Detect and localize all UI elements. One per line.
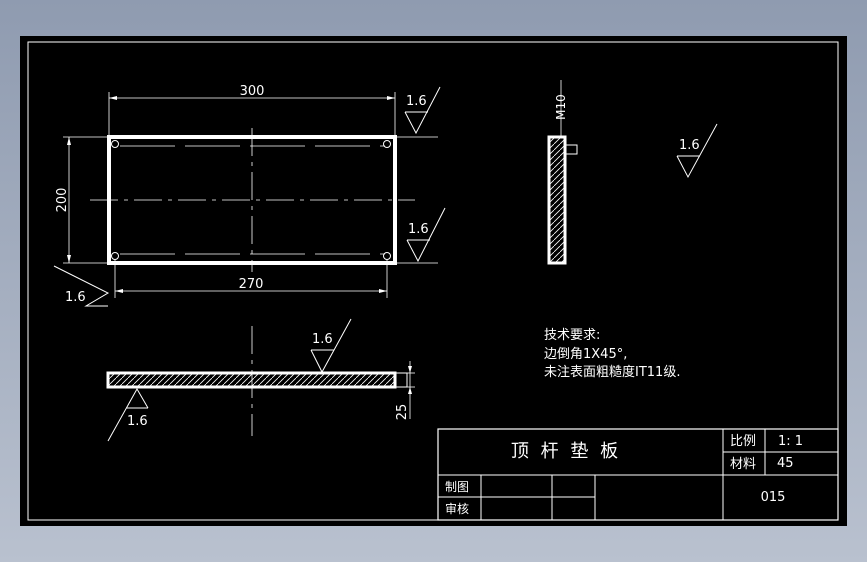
roughness-symbol-left: 1.6: [53, 265, 110, 307]
drawing-number: 015: [761, 490, 786, 505]
dimension-200-label: 200: [55, 188, 70, 213]
scale-value: 1: 1: [778, 434, 803, 449]
dimension-270: 270: [114, 260, 388, 298]
technical-requirements: 技术要求: 边倒角1X45°, 未注表面粗糙度IT11级.: [544, 328, 680, 380]
roughness-section-bottom-label: 1.6: [127, 414, 148, 429]
roughness-top-right-label: 1.6: [406, 94, 427, 109]
plate-side-view: M10: [547, 80, 578, 265]
cad-drawing: 300 270 200 1.6 1.6 1.6: [27, 41, 839, 521]
roughness-symbol-general: 1.6: [676, 123, 718, 179]
checked-by-label: 审核: [445, 501, 469, 516]
dimension-270-label: 270: [239, 277, 264, 292]
drawing-frame: [27, 41, 839, 521]
roughness-right-label: 1.6: [408, 222, 429, 237]
drawn-by-label: 制图: [445, 480, 469, 494]
notes-heading: 技术要求:: [544, 328, 600, 343]
dimension-25-label: 25: [395, 404, 410, 421]
roughness-left-label: 1.6: [65, 290, 86, 305]
thread-m10-label: M10: [554, 94, 568, 120]
roughness-symbol-right: 1.6: [395, 207, 446, 264]
roughness-symbol-section-top: 1.6: [310, 318, 352, 374]
dimension-300: 300: [108, 84, 396, 137]
dimension-25: 25: [395, 361, 415, 420]
scale-label: 比例: [730, 434, 756, 449]
material-label: 材料: [730, 457, 756, 472]
material-value: 45: [777, 456, 794, 471]
dimension-200: 200: [55, 136, 109, 264]
notes-line-1: 边倒角1X45°,: [544, 347, 627, 362]
plate-section-view: [106, 326, 408, 436]
title-block: 顶 杆 垫 板 比例 1: 1 材料 45 制图 审核 015: [437, 428, 839, 521]
dimension-300-label: 300: [240, 84, 265, 99]
roughness-symbol-top-right: 1.6: [395, 86, 441, 138]
notes-line-2: 未注表面粗糙度IT11级.: [544, 364, 680, 380]
drawing-sheet: 300 270 200 1.6 1.6 1.6: [20, 36, 847, 526]
plate-front-view: [90, 128, 415, 272]
roughness-symbol-section-bottom: 1.6: [107, 387, 149, 442]
part-name: 顶 杆 垫 板: [511, 441, 621, 462]
roughness-general-label: 1.6: [679, 138, 700, 153]
roughness-section-top-label: 1.6: [312, 332, 333, 347]
